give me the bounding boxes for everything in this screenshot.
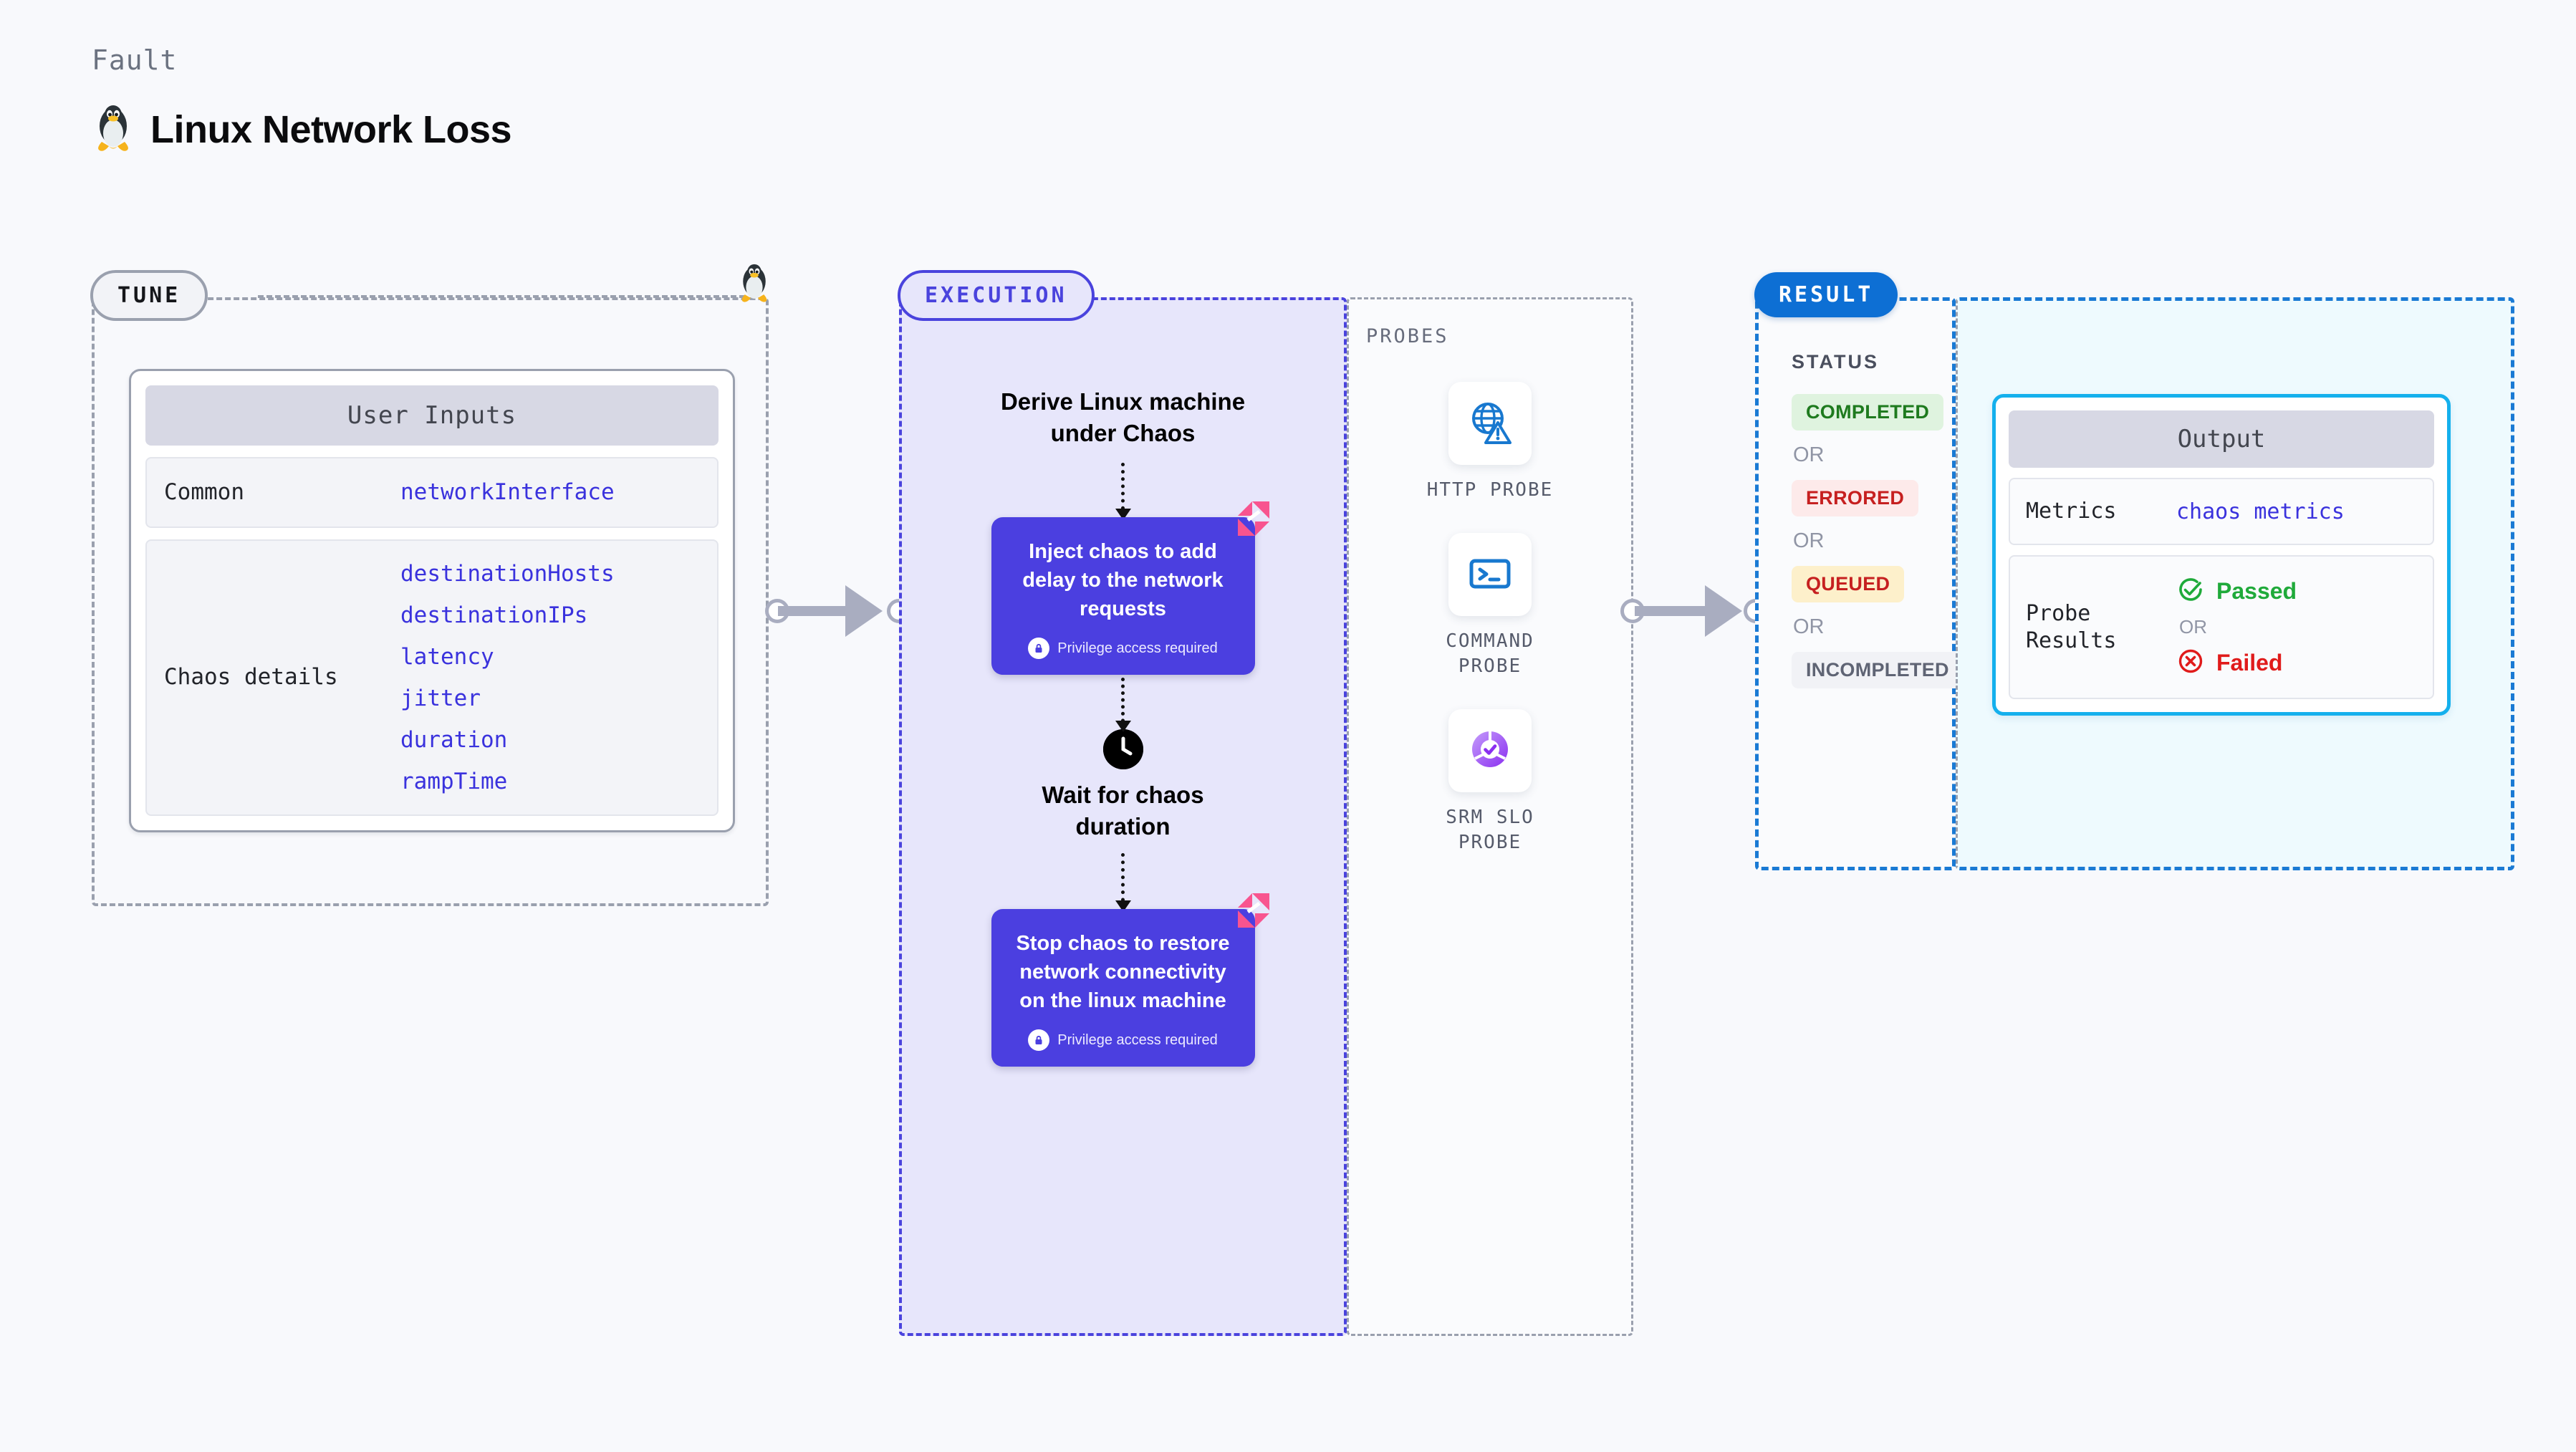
page-header: Fault Linux Network Loss <box>92 44 512 155</box>
probe-result-passed: Passed <box>2176 575 2297 607</box>
metrics-link[interactable]: chaos metrics <box>2176 499 2345 524</box>
tune-value[interactable]: latency <box>400 643 494 670</box>
user-inputs-title: User Inputs <box>145 385 719 446</box>
execution-action-inject[interactable]: Inject chaos to add delay to the network… <box>991 501 1269 675</box>
tune-panel: TUNE User Inputs Common networkInterface… <box>90 270 769 906</box>
execution-step-text: Derive Linux machine under Chaos <box>1000 388 1246 446</box>
tune-connector-dash <box>258 295 745 298</box>
output-row-key: Probe Results <box>2026 600 2117 653</box>
output-row-probe-results: Probe Results Passed OR <box>2009 555 2434 700</box>
privilege-note: Privilege access required <box>1009 1029 1238 1052</box>
lock-icon <box>1028 1029 1050 1052</box>
tune-value[interactable]: rampTime <box>400 768 508 794</box>
connector-line <box>1635 606 1715 616</box>
tune-row-values: networkInterface <box>400 479 615 505</box>
execution-step-text: Wait for chaos duration <box>1042 782 1204 840</box>
connector-line <box>778 606 855 616</box>
output-row-metrics: Metrics chaos metrics <box>2009 478 2434 546</box>
flow-arrow <box>1115 463 1131 521</box>
status-label: STATUS <box>1792 351 1879 372</box>
probe-label: COMMAND PROBE <box>1446 630 1534 678</box>
fault-kicker: Fault <box>92 44 178 76</box>
probe-label: HTTP PROBE <box>1426 479 1554 501</box>
result-badge[interactable]: RESULT <box>1754 272 1898 317</box>
status-badge-queued: QUEUED <box>1792 566 1905 602</box>
probe-item-http[interactable]: HTTP PROBE <box>1427 382 1554 503</box>
tune-row-key: Chaos details <box>164 664 338 691</box>
output-card: Output Metrics chaos metrics Probe Resul… <box>1992 394 2451 716</box>
terminal-icon <box>1466 549 1514 600</box>
privilege-text: Privilege access required <box>1057 1032 1218 1048</box>
execution-flow: Derive Linux machine under Chaos Inject … <box>902 386 1344 1067</box>
tune-value[interactable]: duration <box>400 726 508 753</box>
or-separator: OR <box>1793 615 1825 638</box>
status-badge-completed: COMPLETED <box>1792 394 1944 431</box>
tune-badge[interactable]: TUNE <box>90 270 208 321</box>
title-row: Linux Network Loss <box>92 105 512 155</box>
probe-item-srm-slo[interactable]: SRM SLO PROBE <box>1422 709 1558 855</box>
privilege-note: Privilege access required <box>1009 638 1238 660</box>
or-separator: OR <box>2179 616 2207 638</box>
execution-panel: EXECUTION Derive Linux machine under Cha… <box>898 270 1347 1336</box>
tune-value[interactable]: destinationIPs <box>400 602 588 628</box>
or-separator: OR <box>1793 529 1825 552</box>
check-circle-icon <box>2176 575 2205 607</box>
connector-arrowhead <box>845 585 883 637</box>
or-separator: OR <box>1793 443 1825 466</box>
probe-result-values: Passed OR Failed <box>2176 575 2297 679</box>
probe-tile <box>1448 533 1532 617</box>
tune-value[interactable]: destinationHosts <box>400 560 615 587</box>
probes-panel: PROBES HTTP PROBE <box>1347 297 1633 1336</box>
result-panel: RESULT STATUS COMPLETED OR ERRORED OR QU… <box>1754 272 1964 870</box>
chaos-logo-icon <box>1234 890 1274 934</box>
globe-warning-icon <box>1466 398 1514 449</box>
probe-item-command[interactable]: COMMAND PROBE <box>1422 533 1558 679</box>
probes-label: PROBES <box>1366 325 1449 347</box>
user-inputs-card: User Inputs Common networkInterface Chao… <box>129 369 735 832</box>
connector-execution-to-result <box>1620 585 1768 645</box>
page-title: Linux Network Loss <box>150 108 512 151</box>
tune-value[interactable]: networkInterface <box>400 479 615 506</box>
tune-row-key: Common <box>164 479 244 505</box>
status-badge-incompleted: INCOMPLETED <box>1792 652 1964 688</box>
flow-arrow <box>1115 678 1131 733</box>
flow-arrow <box>1115 853 1131 913</box>
failed-label: Failed <box>2216 650 2283 676</box>
action-label: Inject chaos to add delay to the network… <box>1022 540 1224 621</box>
tune-row-common: Common networkInterface <box>145 457 719 528</box>
execution-action-stop[interactable]: Stop chaos to restore network connectivi… <box>991 893 1269 1067</box>
status-badge-errored: ERRORED <box>1792 480 1919 516</box>
output-panel: Output Metrics chaos metrics Probe Resul… <box>1956 297 2514 870</box>
lock-icon <box>1028 638 1050 660</box>
tux-penguin-icon <box>92 105 135 155</box>
passed-label: Passed <box>2216 578 2297 605</box>
output-row-key: Metrics <box>2026 499 2117 524</box>
tune-value[interactable]: jitter <box>400 685 481 711</box>
privilege-text: Privilege access required <box>1057 640 1218 656</box>
probe-label: SRM SLO PROBE <box>1446 807 1534 854</box>
status-list: COMPLETED OR ERRORED OR QUEUED OR INCOMP… <box>1792 394 1964 688</box>
tune-row-chaos-details: Chaos details destinationHosts destinati… <box>145 539 719 816</box>
slo-donut-check-icon <box>1466 726 1514 777</box>
execution-badge[interactable]: EXECUTION <box>898 270 1095 321</box>
probe-tile <box>1448 709 1532 793</box>
probe-tile <box>1448 382 1532 465</box>
clock-icon <box>1102 729 1143 770</box>
connector-arrowhead <box>1705 585 1742 637</box>
chaos-logo-icon <box>1234 499 1274 542</box>
tune-row-values: destinationHosts destinationIPs latency … <box>400 561 615 794</box>
action-label: Stop chaos to restore network connectivi… <box>1016 932 1230 1013</box>
x-circle-icon <box>2176 647 2205 679</box>
connector-tune-to-execution <box>765 585 911 645</box>
output-title: Output <box>2009 410 2434 468</box>
tux-penguin-icon <box>736 264 772 309</box>
probe-result-failed: Failed <box>2176 647 2297 679</box>
probe-list: HTTP PROBE COMMAND PROBE <box>1349 382 1631 855</box>
